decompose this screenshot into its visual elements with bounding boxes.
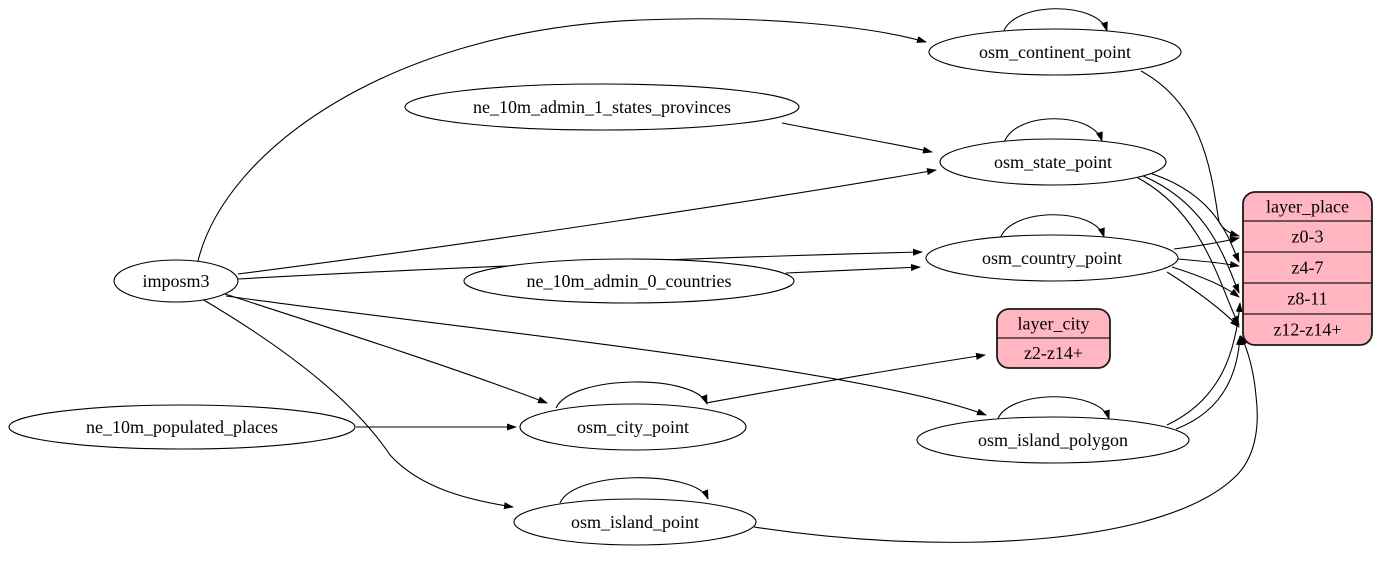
- node-ellipse-ne_10m_admin_1_states_provinces: [404, 83, 800, 131]
- self-loop-osm_state_point: [1003, 118, 1103, 144]
- node-osm_state_point: osm_state_point: [939, 138, 1167, 186]
- node-ne_10m_admin_1_states_provinces: ne_10m_admin_1_states_provinces: [404, 83, 800, 131]
- node-ellipse-osm_city_point: [519, 403, 747, 451]
- node-label-osm_state_point: osm_state_point: [994, 152, 1112, 172]
- node-osm_country_point: osm_country_point: [925, 234, 1179, 282]
- node-ellipse-ne_10m_admin_0_countries: [463, 258, 795, 304]
- edge-osm_island_polygon-to-layer_place-z12-z14+: [1175, 335, 1243, 430]
- edge-imposm3-to-osm_state_point: [237, 168, 937, 275]
- record-row-label-layer_city-1: z2-z14+: [1024, 343, 1083, 363]
- node-label-ne_10m_admin_0_countries: ne_10m_admin_0_countries: [527, 271, 732, 291]
- node-osm_city_point: osm_city_point: [519, 403, 747, 451]
- self-loop-osm_country_point: [999, 214, 1105, 240]
- node-osm_island_polygon: osm_island_polygon: [916, 416, 1190, 464]
- node-osm_continent_point: osm_continent_point: [928, 28, 1182, 76]
- self-loop-osm_island_polygon: [996, 396, 1110, 422]
- node-label-osm_island_point: osm_island_point: [571, 512, 699, 532]
- record-row-label-layer_place-0: layer_place: [1266, 197, 1349, 217]
- node-label-osm_city_point: osm_city_point: [577, 417, 689, 437]
- record-row-label-layer_place-1: z0-3: [1292, 227, 1324, 247]
- edge-osm_state_point-to-layer_place-z12-z14+: [1137, 177, 1240, 326]
- self-loop-osm_continent_point: [1002, 8, 1108, 34]
- record-rect-layer_place: [1242, 191, 1373, 346]
- edge-ne_10m_admin_1_states_provinces-to-osm_state_point: [781, 122, 933, 154]
- record-layer_place: layer_place z0-3 z4-7 z8-11 z12-z14+: [1242, 191, 1373, 346]
- node-ellipse-osm_island_point: [513, 498, 757, 546]
- nodes-layer: imposm3 ne_10m_populated_places ne_10m_adm…: [8, 28, 1373, 546]
- edges-layer: [197, 8, 1258, 543]
- node-label-osm_island_polygon: osm_island_polygon: [978, 430, 1128, 450]
- record-row-label-layer_city-0: layer_city: [1018, 314, 1090, 334]
- node-ellipse-osm_continent_point: [928, 28, 1182, 76]
- edge-osm_state_point-to-layer_place-z4-7: [1142, 170, 1240, 263]
- node-label-ne_10m_admin_1_states_provinces: ne_10m_admin_1_states_provinces: [473, 97, 731, 117]
- edge-osm_country_point-to-layer_place-z4-7: [1177, 258, 1240, 268]
- node-ellipse-osm_country_point: [925, 234, 1179, 282]
- record-row-label-layer_place-3: z8-11: [1287, 289, 1327, 309]
- record-layer_city: layer_city z2-z14+: [996, 308, 1111, 369]
- node-ne_10m_admin_0_countries: ne_10m_admin_0_countries: [463, 258, 795, 304]
- node-label-ne_10m_populated_places: ne_10m_populated_places: [86, 417, 278, 437]
- node-ellipse-ne_10m_populated_places: [8, 404, 356, 450]
- edge-imposm3-to-osm_continent_point: [197, 18, 927, 262]
- node-ne_10m_populated_places: ne_10m_populated_places: [8, 404, 356, 450]
- edge-imposm3-to-osm_island_polygon: [225, 295, 987, 416]
- edge-osm_country_point-to-layer_place-z8-11: [1171, 266, 1240, 298]
- node-osm_island_point: osm_island_point: [513, 498, 757, 546]
- self-loop-osm_island_point: [559, 477, 709, 504]
- node-imposm3: imposm3: [113, 259, 239, 303]
- record-row-label-layer_place-4: z12-z14+: [1273, 320, 1341, 340]
- node-label-osm_continent_point: osm_continent_point: [979, 42, 1131, 62]
- edge-imposm3-to-osm_city_point: [221, 292, 548, 404]
- edge-osm_island_polygon-to-layer_place-z8-11: [1166, 302, 1243, 426]
- edge-osm_country_point-to-layer_place-z0-3: [1173, 236, 1240, 250]
- node-ellipse-osm_island_polygon: [916, 416, 1190, 464]
- node-ellipse-imposm3: [113, 259, 239, 303]
- node-label-imposm3: imposm3: [142, 271, 209, 291]
- node-ellipse-osm_state_point: [939, 138, 1167, 186]
- node-label-osm_country_point: osm_country_point: [982, 248, 1122, 268]
- edge-ne_10m_admin_0_countries-to-osm_country_point: [785, 263, 921, 274]
- edge-osm_island_point-to-layer_place-z12-z14+: [753, 335, 1258, 543]
- edge-osm_country_point-to-layer_place-z12-z14+: [1166, 271, 1240, 328]
- edge-osm_city_point-to-layer_city-z2-z14+: [705, 352, 986, 404]
- edge-imposm3-to-osm_island_point: [201, 298, 514, 510]
- self-loop-osm_city_point: [555, 381, 708, 409]
- record-row-label-layer_place-2: z4-7: [1292, 258, 1324, 278]
- edge-osm_state_point-to-layer_place-z8-11: [1140, 174, 1240, 294]
- edge-osm_continent_point-to-layer_place-z0-3: [1140, 70, 1240, 237]
